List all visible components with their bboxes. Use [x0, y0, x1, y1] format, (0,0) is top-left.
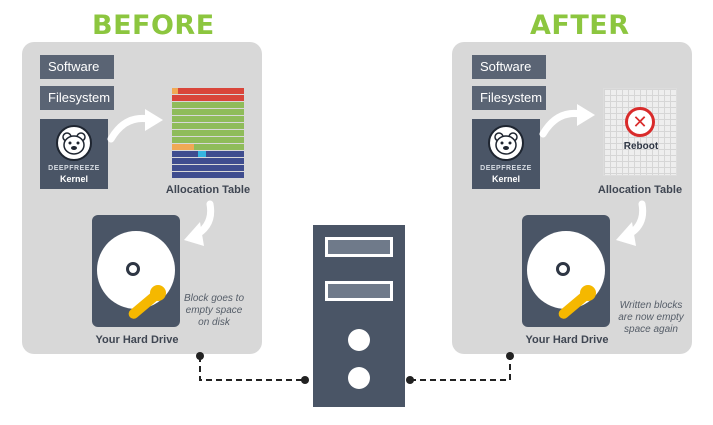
kernel-label: Kernel [491, 174, 520, 184]
after-heading: AFTER [530, 10, 630, 41]
reboot-x-icon: ✕ [625, 107, 655, 137]
disk-spindle-icon [126, 262, 140, 276]
deepfreeze-bear-logo-icon [488, 125, 524, 161]
before-arrow-kernel-to-table-icon [107, 109, 163, 143]
before-allocation-caption: Allocation Table [165, 184, 251, 196]
before-kernel-box: DEEPFREEZE Kernel [40, 119, 108, 189]
read-arm-hub [580, 285, 596, 301]
computer-tower-icon [313, 225, 405, 407]
after-filesystem-chip: Filesystem [472, 86, 546, 110]
note-line: space again [624, 324, 678, 335]
before-hard-drive [92, 215, 180, 327]
before-software-chip: Software [40, 55, 114, 79]
before-arrow-table-to-drive-icon [184, 200, 215, 246]
drive-bay [325, 281, 393, 301]
kernel-label: Kernel [59, 174, 88, 184]
before-drive-caption: Your Hard Drive [95, 334, 179, 346]
before-heading: BEFORE [92, 10, 215, 41]
reboot-label: Reboot [623, 141, 659, 152]
read-arm-hub [150, 285, 166, 301]
note-line: Written blocks [619, 300, 683, 311]
note-line: on disk [198, 317, 230, 328]
deepfreeze-bear-logo-icon [56, 125, 92, 161]
tower-button [348, 329, 370, 351]
after-software-chip: Software [472, 55, 546, 79]
after-arrow-table-to-drive-icon [616, 200, 647, 246]
disk-spindle-icon [556, 262, 570, 276]
drive-bay [325, 237, 393, 257]
note-line: are now empty [618, 312, 684, 323]
before-allocation-table [168, 86, 248, 182]
deepfreeze-brand: DEEPFREEZE [480, 165, 532, 172]
before-filesystem-chip: Filesystem [40, 86, 114, 110]
note-line: empty space [185, 305, 243, 316]
after-hard-drive [522, 215, 610, 327]
after-allocation-table: ✕ Reboot [603, 88, 677, 176]
after-kernel-box: DEEPFREEZE Kernel [472, 119, 540, 189]
tower-button [348, 367, 370, 389]
after-allocation-caption: Allocation Table [597, 184, 683, 196]
deepfreeze-brand: DEEPFREEZE [48, 165, 100, 172]
note-line: Block goes to [183, 293, 245, 304]
after-note: Written blocks are now empty space again [614, 300, 688, 336]
after-drive-caption: Your Hard Drive [525, 334, 609, 346]
before-note: Block goes to empty space on disk [180, 293, 248, 329]
after-arrow-kernel-to-table-icon [539, 104, 595, 138]
